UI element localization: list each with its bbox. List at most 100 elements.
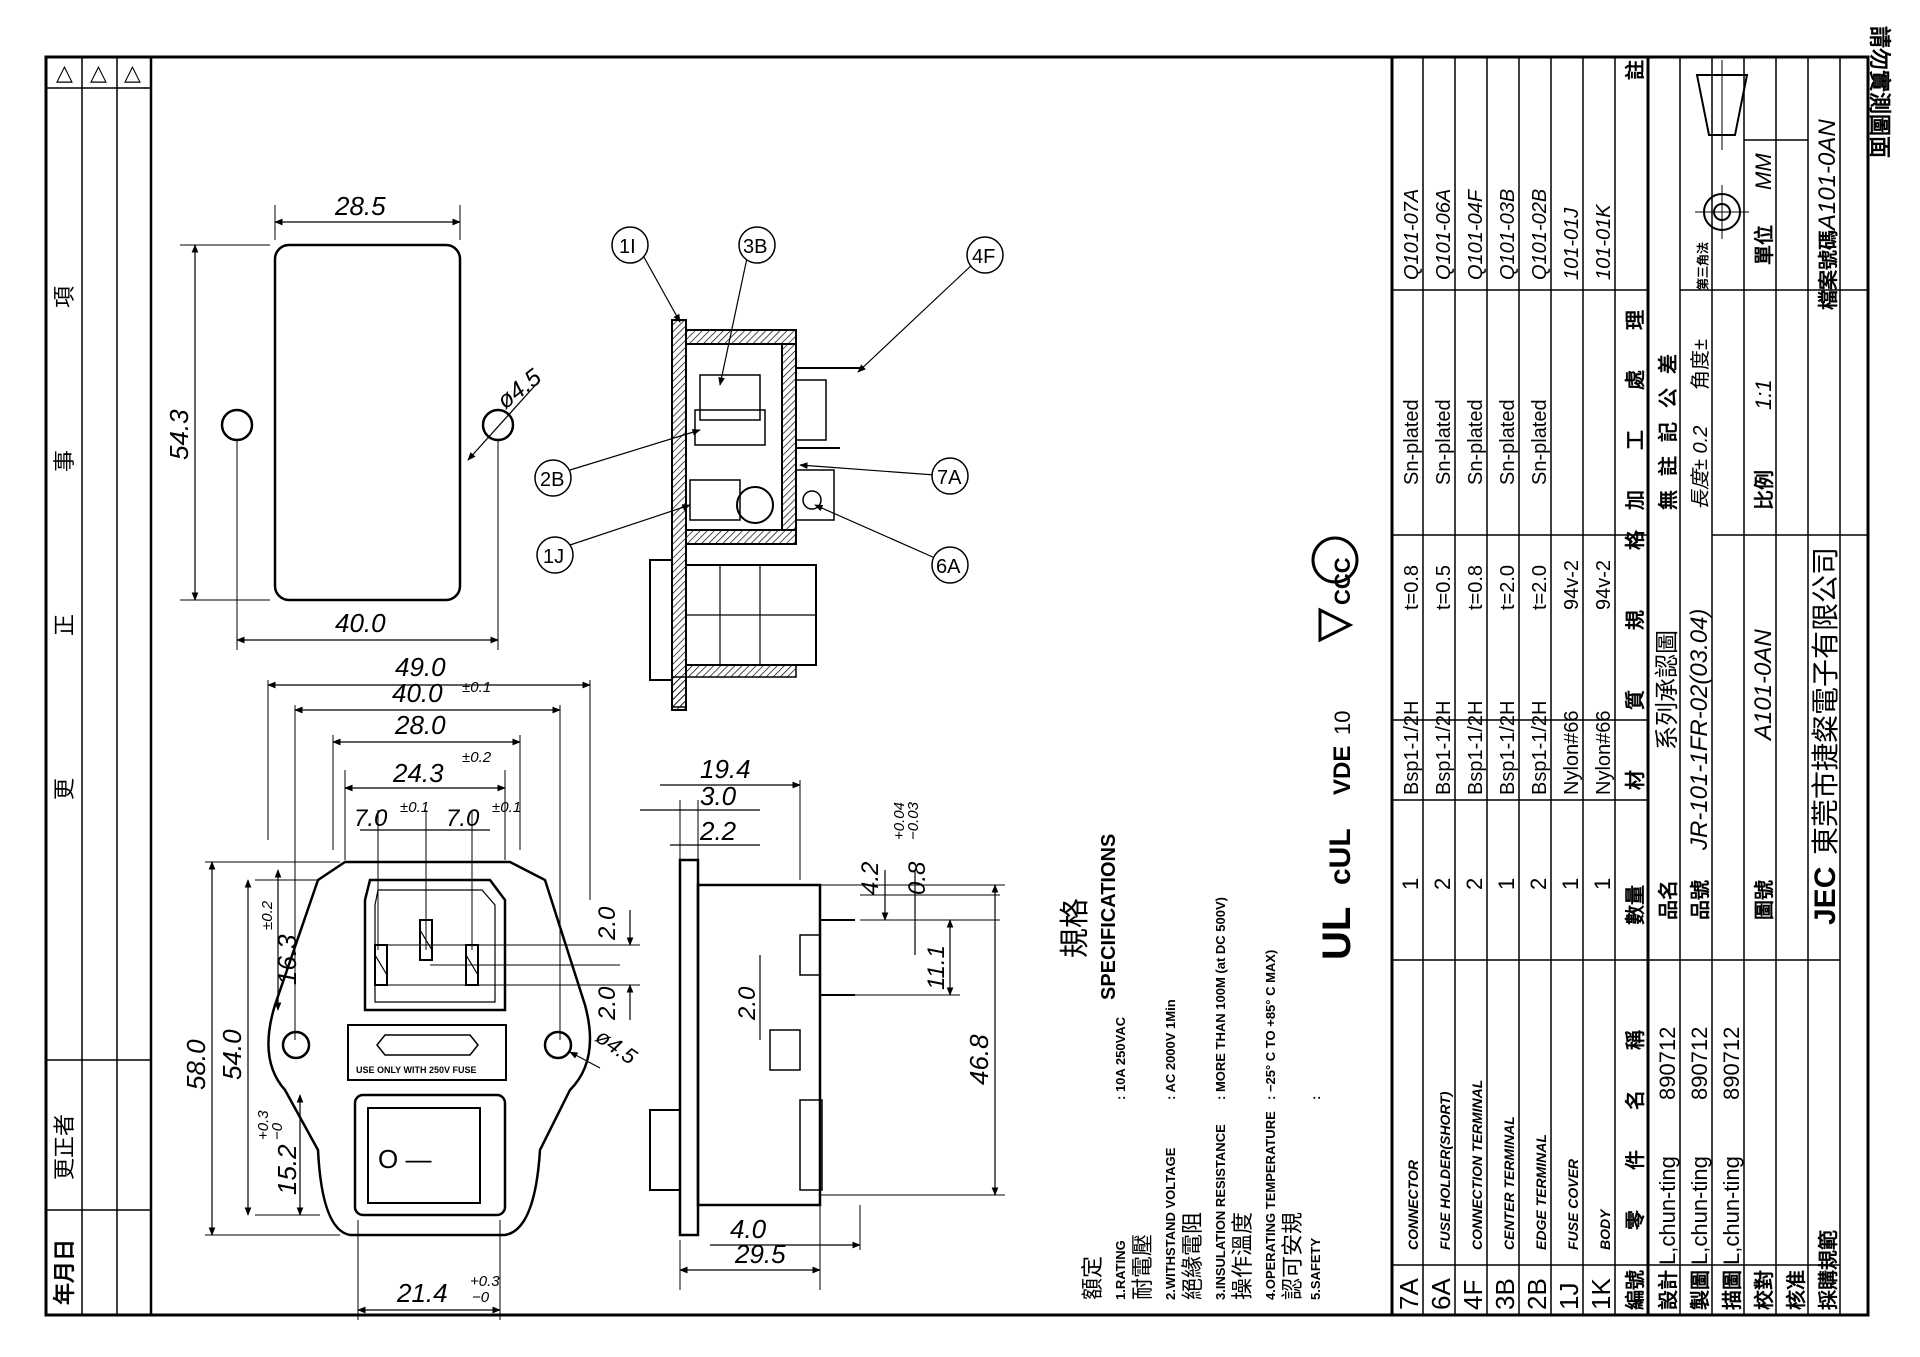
spec-row-5-value: : <box>1308 1096 1323 1100</box>
bom-row-2-part: Q101-06A <box>1433 189 1455 280</box>
dim-side-bottom-a: 4.0 <box>730 1214 767 1244</box>
dim-bottom-width-tol-plus: +0.3 <box>470 1273 500 1290</box>
spec-row-3-cn: 絕緣電阻 <box>1180 1212 1205 1300</box>
bom-header-finish: 加工處理 <box>1624 270 1647 511</box>
bom-row-4-name: CENTER TERMINAL <box>1501 1116 1517 1250</box>
projection-symbol-icon <box>1695 60 1749 239</box>
bom-row-2-qty: 2 <box>1430 878 1455 890</box>
notice-block: 請勿實測圖面 <box>1867 26 1892 158</box>
spec-rows: 額定 1.RATING : 10A 250VAC 耐電壓 2.WITHSTAND… <box>1080 536 1359 1300</box>
tb-design-date: 890712 <box>1655 1027 1680 1100</box>
bom-row-7-no: 1K <box>1586 1278 1616 1310</box>
tb-trace-label: 描圖 <box>1720 1270 1744 1310</box>
bom-row-7-part: 101-01K <box>1593 203 1615 280</box>
bom-row-6-material: Nylon#66 <box>1561 710 1583 795</box>
tb-drawing-no: A101-0AN <box>1750 629 1777 742</box>
tb-check-label: 校對 <box>1752 1270 1776 1310</box>
bom-row-5-part: Q101-02B <box>1529 189 1551 280</box>
dim-socket-width: 24.3 <box>392 758 444 788</box>
tb-tolerance-angle: 角度± <box>1689 339 1712 390</box>
dim-cutout-width: 28.5 <box>334 191 386 221</box>
bom-row-1-material: Bsp1-1/2H <box>1401 701 1423 796</box>
bom-row-2-finish: Sn-plated <box>1433 399 1455 485</box>
rocker-switch-face <box>367 1107 481 1204</box>
dim-bottom-width-tol-minus: −0 <box>472 1289 490 1306</box>
bom-row-6-qty: 1 <box>1558 878 1583 890</box>
bom-row-6-no: 1J <box>1554 1283 1584 1310</box>
spec-row-1-en: 1.RATING <box>1113 1240 1128 1300</box>
tb-file-no-label: 檔案號碼 <box>1816 230 1840 310</box>
tb-purchase-label: 採購規範 <box>1816 1230 1840 1310</box>
bom-header-part-no: 註 <box>1623 60 1647 80</box>
bom-row-7-material: Nylon#66 <box>1593 710 1615 795</box>
dim-body-height: 54.0 <box>217 1029 247 1080</box>
bom-row-4-no: 3B <box>1490 1278 1520 1310</box>
dim-side-flange-inner: 2.2 <box>699 816 737 846</box>
dim-socket-height: 16.3 <box>272 934 302 985</box>
dim-switch-height: 15.2 <box>272 1144 302 1195</box>
bom-row-2-material: Bsp1-1/2H <box>1433 701 1455 796</box>
bom-header-part-name: 零件名稱 <box>1623 990 1647 1231</box>
dim-pin-pitch-left-tol: ±0.1 <box>400 799 429 816</box>
dim-switch-height-tol-minus: −0 <box>269 1122 286 1140</box>
bom-row-5-finish: Sn-plated <box>1529 399 1551 485</box>
bom-row-1-no: 7A <box>1394 1278 1424 1310</box>
rev-reviser-header: 更正者 <box>52 1114 77 1180</box>
tb-drawn-label: 製圖 <box>1688 1270 1712 1310</box>
bom-row-2-spec: t=0.5 <box>1433 565 1455 610</box>
fuse-icon <box>376 1034 479 1056</box>
iec-socket <box>363 878 507 1012</box>
tb-trace-by: L,chun-ting <box>1719 1156 1744 1265</box>
side-view: 19.4 3.0 2.2 4.2 0.8 +0.04 −0.03 11.1 <box>640 754 1005 1290</box>
dim-socket-height-tol: ±0.2 <box>259 900 276 930</box>
dim-terminal-thickness: 0.8 <box>904 861 931 895</box>
switch-mark: O — <box>378 1144 431 1174</box>
sheet-border <box>44 55 1870 1317</box>
bom-row-5-name: EDGE TERMINAL <box>1533 1134 1549 1250</box>
fuse-label: USE ONLY WITH 250V FUSE <box>356 1065 477 1075</box>
side-body <box>696 883 822 1207</box>
spec-row-4-value: : −25° C TO +85° C MAX) <box>1263 950 1278 1100</box>
bom-row-3-qty: 2 <box>1462 878 1487 890</box>
dim-terminal-pitch: 4.2 <box>857 862 884 895</box>
bom-row-3-name: CONNECTION TERMINAL <box>1469 1080 1485 1250</box>
dim-terminal-width: 2.0 <box>734 986 761 1021</box>
tb-tolerance-title: 無註記公差 <box>1656 340 1680 510</box>
rev-symbol-2: △ <box>90 60 107 85</box>
tb-unit-label: 單位 <box>1752 225 1776 265</box>
cert-vde-num: 10 <box>1330 711 1355 735</box>
cert-cul: cUL <box>1324 828 1357 885</box>
dim-pin-pitch-left: 7.0 <box>354 805 388 832</box>
balloon-1i: 1I <box>619 236 636 258</box>
bom-row-3-no: 4F <box>1458 1280 1488 1310</box>
dim-pin-pitch-right-tol: ±0.1 <box>492 799 521 816</box>
spec-row-2-value: : AC 2000V 1Min <box>1163 999 1178 1100</box>
tb-design-label: 設計 <box>1656 1270 1680 1310</box>
dim-terminal-thickness-tol-plus: +0.04 <box>891 802 908 840</box>
tb-drawn-by: L,chun-ting <box>1687 1156 1712 1265</box>
spec-row-2-en: 2.WITHSTAND VOLTAGE <box>1163 1147 1178 1300</box>
tb-tolerance-linear: 長度± 0.2 <box>1690 426 1712 510</box>
dim-panel-width: 40.0 <box>335 608 386 638</box>
side-flange <box>678 858 700 1237</box>
bom-row-4-finish: Sn-plated <box>1497 399 1519 485</box>
bom-row-6-name: FUSE COVER <box>1565 1158 1581 1250</box>
panel-cutout-view: 28.5 54.3 ø4.5 40.0 <box>164 191 547 650</box>
spec-row-1-value: : 10A 250VAC <box>1113 1016 1128 1100</box>
bom-row-4-part: Q101-03B <box>1497 189 1519 280</box>
rev-symbol-3: △ <box>124 60 141 85</box>
bom-header-material: 材質規格 <box>1623 470 1647 790</box>
bom-row-1-finish: Sn-plated <box>1401 399 1423 485</box>
bom-row-3-material: Bsp1-1/2H <box>1465 701 1487 796</box>
spec-row-5-en: 5.SAFETY <box>1308 1238 1323 1300</box>
rev-items-header: 更 正 事 項 <box>52 226 77 800</box>
tb-scale: 1:1 <box>1751 379 1776 410</box>
bom-header-item-no: 編號 <box>1623 1270 1647 1310</box>
dim-cutout-height: 54.3 <box>164 409 194 460</box>
tb-product-name: 系列承認圖 <box>1654 630 1681 750</box>
bom-header-qty: 數量 <box>1624 885 1647 925</box>
rev-date-header: 年月日 <box>52 1239 77 1305</box>
front-flange-outline <box>267 860 592 1237</box>
bom-row-6-part: 101-01J <box>1561 207 1583 280</box>
